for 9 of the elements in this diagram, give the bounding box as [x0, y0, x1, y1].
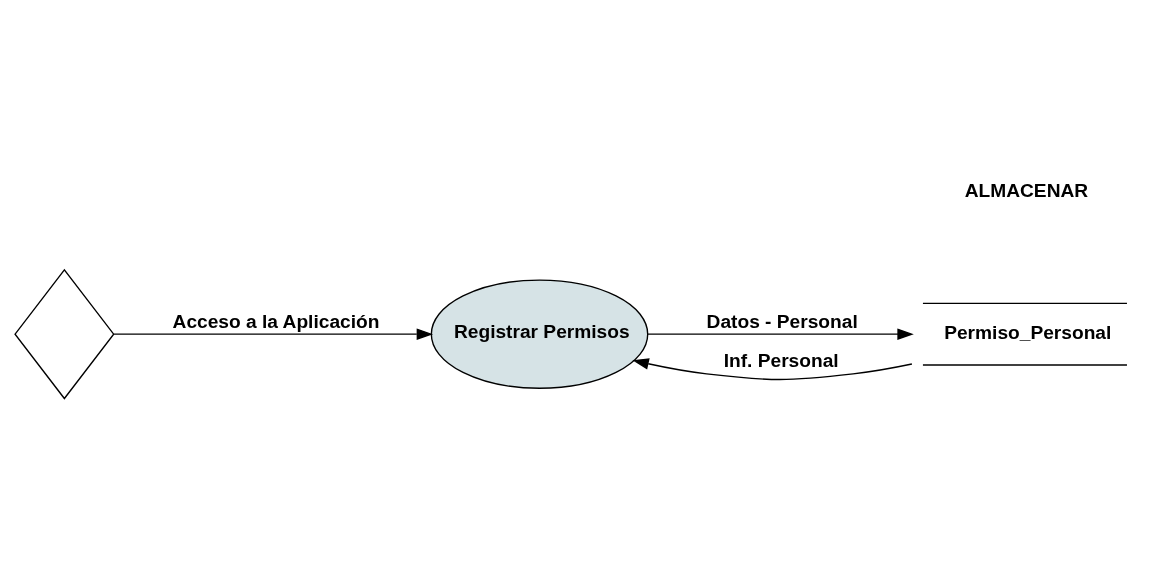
node-text: Permiso_Personal [944, 321, 1112, 343]
edge-label: Inf. Personal [723, 349, 839, 371]
arrow [113, 327, 434, 340]
label: ALMACENAR [964, 179, 1089, 201]
edge-label: Datos - Personal [706, 310, 858, 332]
node-diamond [14, 268, 115, 400]
edge-label: Acceso a la Aplicación [172, 310, 380, 332]
arrow [632, 357, 913, 380]
arrow [647, 327, 914, 340]
